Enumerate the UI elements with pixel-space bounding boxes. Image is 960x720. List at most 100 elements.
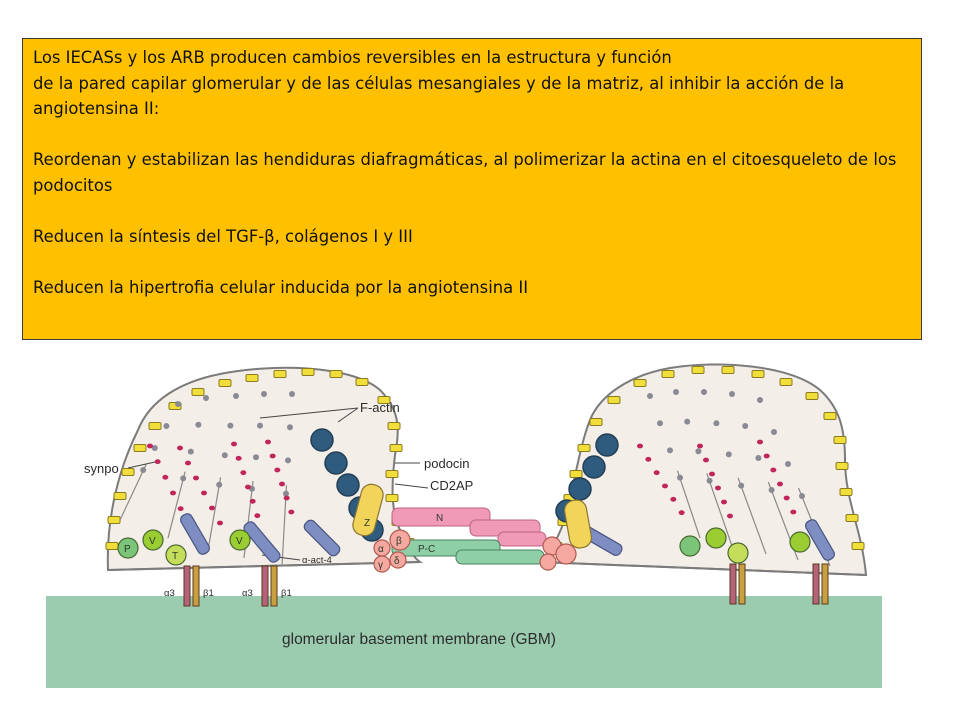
membrane-marker (607, 396, 621, 404)
synpo-dot (185, 460, 191, 466)
synpo-dot (154, 459, 161, 465)
label-cd2ap: CD2AP (430, 478, 473, 493)
synpo-dot (645, 456, 652, 462)
synpo-dot (240, 470, 247, 476)
actin-dot (233, 393, 239, 399)
actin-dot (785, 461, 791, 467)
synpo-dot (288, 509, 295, 515)
ptv-complex-left (117, 529, 251, 566)
membrane-marker (835, 462, 849, 470)
actin-dot (757, 397, 763, 403)
label-alpha3-mid: α3 (242, 588, 253, 599)
label-beta1-mid: β1 (281, 588, 292, 599)
membrane-marker (245, 374, 259, 382)
synpo-dot (678, 510, 685, 516)
gbm (46, 596, 882, 688)
label-v2: V (236, 536, 243, 547)
membrane-marker (148, 422, 162, 430)
synpo-dot (217, 520, 223, 526)
membrane-marker (845, 514, 859, 522)
integrin-beta1 (821, 563, 829, 605)
actin-dot (713, 420, 720, 427)
gbm-label: glomerular basement membrane (GBM) (282, 631, 556, 648)
synpo-dot (209, 505, 215, 511)
synpo-dot (703, 457, 709, 463)
label-beta1-left: β1 (203, 588, 214, 599)
membrane-marker (823, 412, 837, 420)
membrane-marker (107, 516, 121, 524)
actin-dot (289, 391, 295, 397)
ptv-complex-right (679, 527, 811, 564)
synpo-dot (721, 499, 727, 505)
synpo-dot (637, 443, 643, 449)
actin-dot (175, 401, 181, 407)
synpo-dot (697, 443, 703, 449)
synpo-dot (790, 509, 797, 515)
membrane-marker (751, 370, 765, 378)
talin (165, 544, 187, 566)
membrane-marker (779, 378, 793, 386)
synpo-dot (254, 513, 261, 519)
actin-dot (647, 393, 653, 399)
synpo-dot (777, 481, 783, 487)
membrane-marker (377, 396, 391, 404)
actin-dot (287, 424, 293, 431)
membrane-marker (569, 470, 583, 478)
membrane-marker (385, 494, 399, 502)
alpha-actinin (303, 519, 341, 557)
membrane-marker (805, 392, 819, 400)
vinculin (705, 527, 727, 549)
actin-dot (742, 423, 749, 429)
label-alpha-act4: α-act-4 (302, 555, 332, 566)
actin-dot (285, 457, 291, 464)
integrin-alpha3 (183, 565, 191, 607)
paxillin (117, 537, 139, 559)
integrin-beta1 (270, 565, 278, 607)
label-p: P (124, 544, 131, 555)
label-t: T (172, 551, 178, 562)
alpha-actinin-rods (180, 513, 835, 563)
nephrin (391, 507, 547, 547)
actin-dot (725, 451, 732, 458)
actin-dot (151, 445, 158, 451)
membrane-marker (839, 488, 853, 496)
actin-fiber (119, 464, 147, 521)
synpo-dot (283, 495, 290, 501)
membrane-marker (721, 366, 735, 374)
membrane-marker (661, 370, 675, 378)
membrane-marker (121, 468, 135, 476)
actin-fiber (676, 470, 701, 539)
label-z: Z (364, 518, 370, 529)
membrane-marker (633, 379, 647, 387)
podocyte-diagram: glomerular basement membrane (GBM) F-act… (46, 363, 882, 688)
synpo-dot (727, 513, 733, 519)
synpo-dot (783, 495, 790, 501)
alpha-actinin (243, 521, 281, 563)
podocin-circle (310, 428, 334, 452)
paxillin (679, 535, 701, 557)
synpo-dot (177, 445, 183, 451)
synpo-dot (147, 443, 153, 449)
paragraph-intro: Los IECASs y los ARB producen cambios re… (33, 48, 672, 67)
podocin-circle (595, 433, 619, 457)
synpo-dot (193, 475, 199, 481)
actin-dot (203, 395, 209, 401)
podocin-circle (336, 473, 360, 497)
talin (727, 542, 749, 564)
paragraph-intro-cont: de la pared capilar glomerular y de las … (33, 73, 845, 119)
membrane-marker (273, 370, 287, 378)
synpo-dot (279, 481, 285, 487)
membrane-marker (691, 366, 705, 374)
podocyte-right-foot (539, 561, 867, 576)
membrane-marker (589, 418, 603, 426)
synpo-dot (245, 484, 251, 490)
synpo-dot (249, 498, 256, 504)
membrane-marker (218, 379, 232, 387)
integrin-beta1 (738, 563, 746, 605)
membrane-marker (113, 492, 127, 500)
label-n: N (436, 513, 443, 524)
zo1 (352, 483, 593, 549)
membrane-marker (577, 444, 591, 452)
actin-fiber (706, 473, 733, 547)
synpo-dot (231, 441, 237, 447)
